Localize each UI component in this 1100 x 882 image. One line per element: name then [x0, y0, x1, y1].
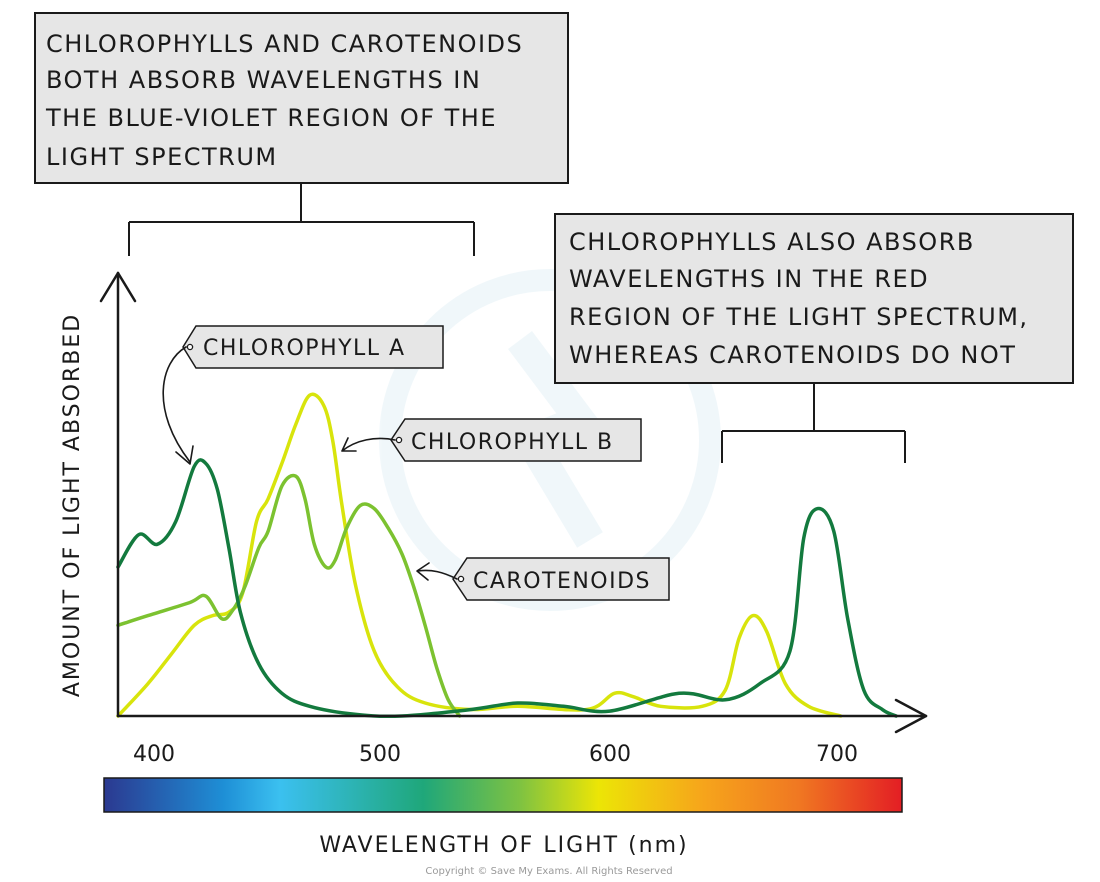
- tag-label: CHLOROPHYLL B: [411, 430, 614, 455]
- callout-blue-violet-bracket: [128, 183, 475, 256]
- x-tick-label: 700: [816, 742, 858, 767]
- callout-blue-violet-box: [34, 12, 569, 184]
- x-tick-labels: 400 500 600 700: [133, 742, 858, 767]
- series-lines: [116, 392, 898, 719]
- pointer-arrow: [416, 562, 458, 581]
- copyright-notice: Copyright © Save My Exams. All Rights Re…: [425, 866, 672, 877]
- callout-red-line: WAVELENGTHS IN THE RED: [569, 265, 929, 293]
- callout-blue-violet-line: LIGHT SPECTRUM: [46, 143, 278, 171]
- tag-hole: [186, 343, 194, 351]
- axes: [99, 271, 928, 734]
- tag-hole: [395, 436, 403, 444]
- callout-red: CHLOROPHYLLS ALSO ABSORB WAVELENGTHS IN …: [554, 213, 1074, 463]
- series-line-chlorophyll-b: [116, 473, 462, 718]
- y-axis-arrowhead: [99, 271, 137, 303]
- callout-red-line: CHLOROPHYLLS ALSO ABSORB: [569, 228, 975, 256]
- callout-red-box: [554, 213, 1074, 384]
- tag-label: CHLOROPHYLL A: [203, 336, 406, 361]
- callout-blue-violet-line: THE BLUE-VIOLET REGION OF THE: [45, 104, 497, 132]
- legend-tag-chlorophyll-a: CHLOROPHYLL A: [162, 325, 444, 465]
- series-line-chlorophyll-a: [116, 458, 898, 719]
- tag-shape: [390, 418, 642, 462]
- x-tick-label: 600: [589, 742, 631, 767]
- y-axis-label: AMOUNT OF LIGHT ABSORBED: [60, 313, 85, 697]
- light-spectrum-bar: [103, 777, 903, 813]
- pointer-arrow: [162, 346, 194, 465]
- tag-shape: [182, 325, 444, 369]
- x-tick-label: 400: [133, 742, 175, 767]
- callout-red-line: REGION OF THE LIGHT SPECTRUM,: [569, 303, 1029, 331]
- tag-label: CAROTENOIDS: [473, 569, 651, 594]
- x-axis-arrowhead: [894, 698, 928, 734]
- legend-tag-chlorophyll-b: CHLOROPHYLL B: [341, 418, 642, 462]
- x-tick-label: 500: [359, 742, 401, 767]
- tag-hole: [457, 575, 465, 583]
- x-axis-label: WAVELENGTH OF LIGHT (nm): [319, 833, 688, 858]
- legend-tag-carotenoids: CAROTENOIDS: [416, 557, 670, 601]
- callout-blue-violet: CHLOROPHYLLS AND CAROTENOIDS BOTH ABSORB…: [34, 12, 569, 256]
- callout-blue-violet-line: CHLOROPHYLLS AND CAROTENOIDS: [46, 30, 523, 58]
- callout-red-bracket: [721, 383, 906, 463]
- tag-shape: [452, 557, 670, 601]
- pointer-arrow: [341, 437, 396, 452]
- callout-blue-violet-line: BOTH ABSORB WAVELENGTHS IN: [46, 66, 481, 94]
- callout-red-line: WHEREAS CAROTENOIDS DO NOT: [569, 341, 1016, 369]
